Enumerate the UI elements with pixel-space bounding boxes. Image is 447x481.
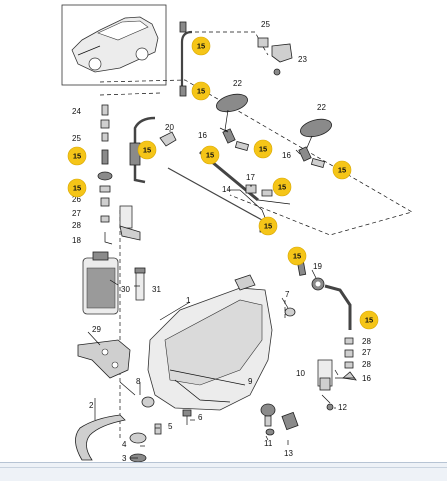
callout-22a: 22 bbox=[233, 79, 242, 88]
svg-text:15: 15 bbox=[206, 151, 214, 160]
svg-text:15: 15 bbox=[293, 252, 301, 261]
bottom-scroll-strip bbox=[0, 462, 447, 481]
grommet-part-19 bbox=[311, 277, 325, 291]
svg-text:15: 15 bbox=[73, 184, 81, 193]
callout-9: 9 bbox=[248, 377, 253, 386]
part-12-clip bbox=[326, 403, 334, 411]
callout-13: 13 bbox=[284, 449, 293, 458]
highlight-badge-3: 15 bbox=[253, 139, 273, 159]
callout-16b: 16 bbox=[282, 151, 291, 160]
bottom-strip-line bbox=[0, 467, 447, 468]
part-8-screw bbox=[139, 382, 155, 408]
callout-12: 12 bbox=[338, 403, 347, 412]
right-connector-stack bbox=[342, 337, 357, 381]
callout-5: 5 bbox=[168, 422, 173, 431]
callout-23: 23 bbox=[298, 55, 307, 64]
callout-8: 8 bbox=[136, 377, 141, 386]
callout-25b: 25 bbox=[72, 134, 81, 143]
highlight-badge-8: 15 bbox=[332, 160, 352, 180]
callout-18: 18 bbox=[72, 236, 81, 245]
washer-pump-small bbox=[119, 205, 141, 241]
callout-11: 11 bbox=[264, 439, 273, 448]
highlight-badge-4: 15 bbox=[200, 145, 220, 165]
callout-16a: 16 bbox=[198, 131, 207, 140]
svg-text:15: 15 bbox=[143, 146, 151, 155]
highlight-badge-10: 15 bbox=[258, 216, 278, 236]
callout-31: 31 bbox=[152, 285, 161, 294]
highlight-badge-11: 15 bbox=[287, 246, 307, 266]
sensor-part-13 bbox=[281, 411, 299, 431]
svg-text:15: 15 bbox=[264, 222, 272, 231]
filler-hose bbox=[75, 414, 126, 461]
callout-27b: 27 bbox=[362, 348, 371, 357]
washer-reservoir bbox=[147, 274, 273, 411]
callout-16c: 16 bbox=[362, 374, 371, 383]
cap-part-4 bbox=[129, 432, 147, 444]
svg-text:15: 15 bbox=[278, 183, 286, 192]
vehicle-thumbnail bbox=[61, 4, 167, 86]
washer-pump-main bbox=[317, 359, 333, 404]
highlighted-callouts: 15 15 15 15 15 15 15 15 bbox=[67, 36, 379, 330]
callout-29: 29 bbox=[92, 325, 101, 334]
callout-labels: 1 2 3 4 5 6 7 8 9 10 11 12 13 14 16 16 1… bbox=[72, 20, 371, 463]
washer-nozzle-right bbox=[298, 118, 332, 162]
callout-19: 19 bbox=[313, 262, 322, 271]
mounting-bracket bbox=[77, 339, 131, 379]
svg-text:15: 15 bbox=[197, 42, 205, 51]
svg-text:15: 15 bbox=[365, 316, 373, 325]
svg-text:15: 15 bbox=[338, 166, 346, 175]
svg-text:15: 15 bbox=[197, 87, 205, 96]
highlight-badge-12: 15 bbox=[359, 310, 379, 330]
leader-lines bbox=[87, 127, 355, 459]
nozzle-connector bbox=[257, 37, 293, 76]
upper-hose bbox=[179, 21, 193, 97]
callout-2: 2 bbox=[89, 401, 94, 410]
highlight-badge-1: 15 bbox=[191, 36, 211, 56]
callout-24: 24 bbox=[72, 107, 81, 116]
level-sensor-part-9 bbox=[260, 403, 276, 427]
part-6-bolt bbox=[182, 409, 192, 425]
svg-text:15: 15 bbox=[73, 152, 81, 161]
routing-lines bbox=[99, 31, 413, 440]
part-11 bbox=[265, 428, 275, 436]
callout-28a: 28 bbox=[72, 221, 81, 230]
part-5 bbox=[154, 423, 162, 435]
callout-7: 7 bbox=[285, 290, 290, 299]
callout-22b: 22 bbox=[317, 103, 326, 112]
fluid-bottle bbox=[82, 251, 119, 315]
svg-text:15: 15 bbox=[259, 145, 267, 154]
callout-14: 14 bbox=[222, 185, 231, 194]
highlight-badge-5: 15 bbox=[137, 140, 157, 160]
callout-10: 10 bbox=[296, 369, 305, 378]
washer-nozzle-left bbox=[216, 93, 248, 144]
callout-6: 6 bbox=[198, 413, 203, 422]
callout-27a: 27 bbox=[72, 209, 81, 218]
callout-28c: 28 bbox=[362, 360, 371, 369]
callout-28b: 28 bbox=[362, 337, 371, 346]
callout-20: 20 bbox=[165, 123, 174, 132]
highlight-badge-2: 15 bbox=[191, 81, 211, 101]
callout-4: 4 bbox=[122, 440, 127, 449]
callout-30: 30 bbox=[121, 285, 130, 294]
callout-3: 3 bbox=[122, 454, 127, 463]
callout-25a: 25 bbox=[261, 20, 270, 29]
grommet-part-7 bbox=[284, 307, 296, 317]
callout-17: 17 bbox=[246, 173, 255, 182]
left-connector-stack bbox=[97, 104, 113, 245]
plug-part-20 bbox=[159, 131, 177, 147]
right-hose bbox=[295, 254, 352, 330]
callout-26: 26 bbox=[72, 195, 81, 204]
highlight-badge-7: 15 bbox=[67, 178, 87, 198]
sensor-part-31 bbox=[134, 267, 146, 301]
highlight-badge-9: 15 bbox=[272, 177, 292, 197]
callout-1: 1 bbox=[186, 296, 191, 305]
highlight-badge-6: 15 bbox=[67, 146, 87, 166]
